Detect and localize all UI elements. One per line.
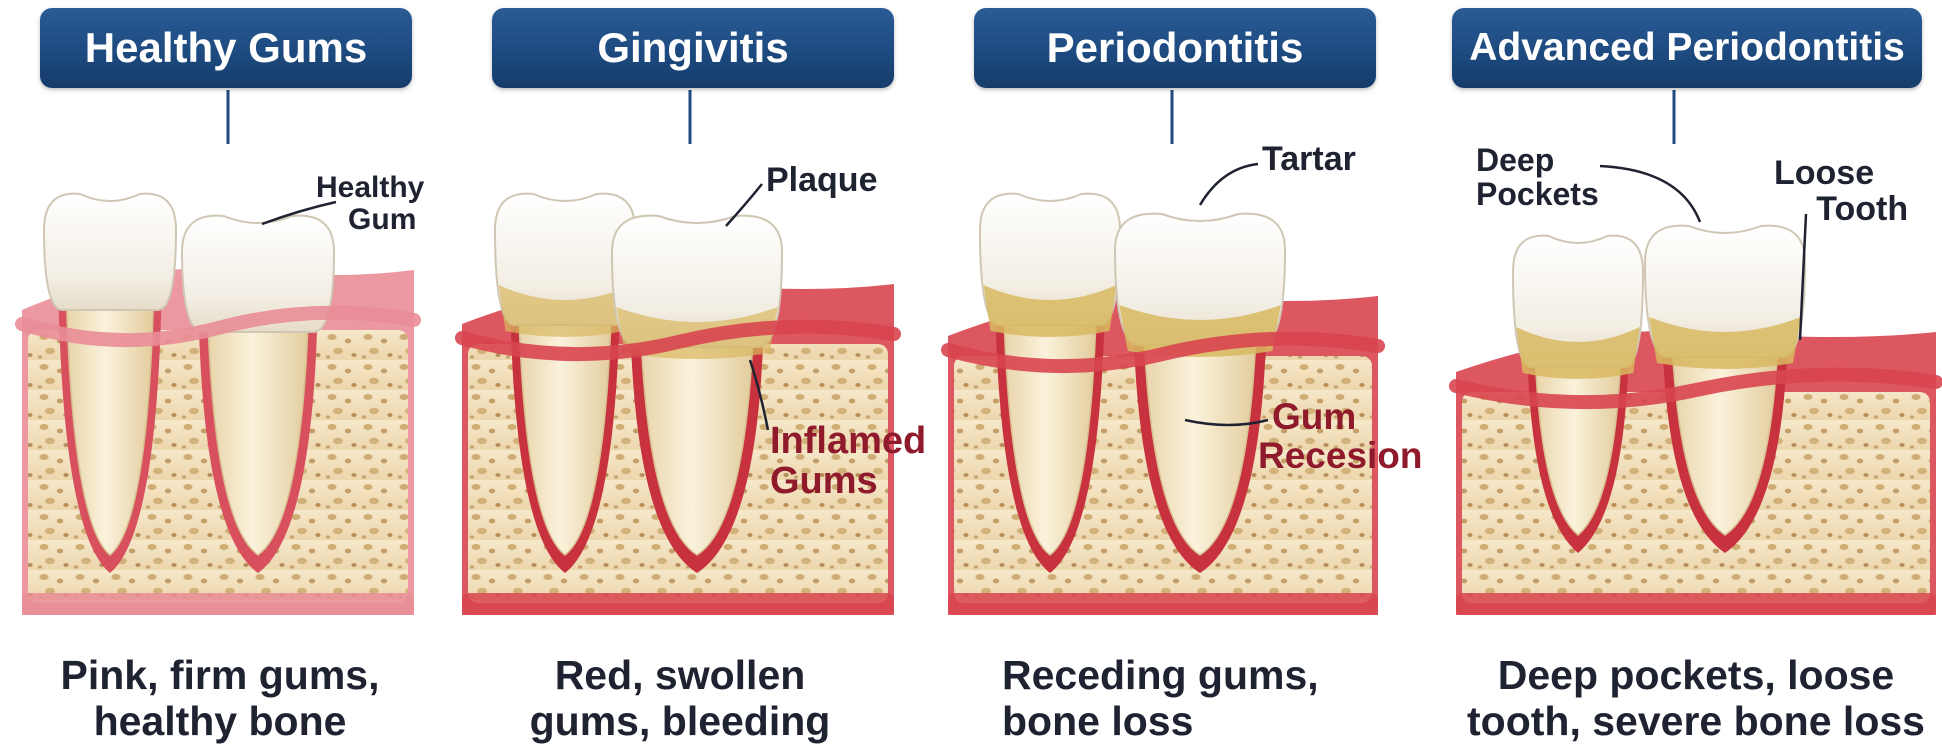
caption-periodontitis-line-1: Receding gums, [1002,653,1382,699]
label-inflamed-gums: Inflamed Gums [770,422,926,502]
label-deep-pockets: Deep Pockets [1476,144,1599,211]
caption-advanced-periodontitis: Deep pockets, loose tooth, severe bone l… [1456,653,1936,745]
caption-advanced-periodontitis-line-1: Deep pockets, loose [1456,653,1936,699]
gum-base-advanced [1456,593,1936,615]
label-deep-pockets-line-1: Deep [1476,144,1599,178]
label-healthy-gum: Healthy Gum [316,172,424,235]
label-inflamed-gums-line-2: Gums [770,462,926,502]
caption-healthy-gums-line-1: Pink, firm gums, [20,653,420,699]
label-loose-tooth-line-2: Tooth [1774,192,1908,228]
pointer-line-5 [1600,166,1700,222]
label-loose-tooth: Loose Tooth [1774,156,1908,227]
label-healthy-gum-line-2: Gum [316,204,424,236]
gum-base-periodontitis [948,593,1378,615]
caption-gingivitis-line-2: gums, bleeding [480,699,880,745]
stage-title-gingivitis: Gingivitis [492,8,894,88]
tooth-crown-healthy-0 [44,194,176,310]
gum-base-healthy [22,593,414,615]
label-loose-tooth-line-1: Loose [1774,156,1908,192]
caption-gingivitis-line-1: Red, swollen [480,653,880,699]
label-gum-recession-line-2: Recesion [1258,437,1423,476]
panel-advanced [1456,226,1936,615]
panel-gingivitis [462,194,894,615]
caption-periodontitis-line-2: bone loss [1002,699,1382,745]
caption-advanced-periodontitis-line-2: tooth, severe bone loss [1456,699,1936,745]
caption-gingivitis: Red, swollen gums, bleeding [480,653,880,745]
caption-periodontitis: Receding gums, bone loss [976,653,1382,745]
label-inflamed-gums-line-1: Inflamed [770,422,926,462]
panel-healthy [22,194,414,615]
label-plaque-text: Plaque [766,163,877,199]
label-plaque: Plaque [766,163,877,199]
pointer-line-3 [1200,164,1258,205]
label-tartar: Tartar [1262,142,1356,178]
label-deep-pockets-line-2: Pockets [1476,178,1599,212]
stage-title-periodontitis: Periodontitis [974,8,1376,88]
label-gum-recession-line-1: Gum [1258,398,1423,437]
label-healthy-gum-line-1: Healthy [316,172,424,204]
stage-title-advanced-periodontitis: Advanced Periodontitis [1452,8,1922,88]
stage-title-healthy-gums: Healthy Gums [40,8,412,88]
label-tartar-text: Tartar [1262,142,1356,178]
caption-healthy-gums-line-2: healthy bone [20,699,420,745]
gum-base-gingivitis [462,593,894,615]
label-gum-recession: Gum Recesion [1258,398,1423,476]
caption-healthy-gums: Pink, firm gums, healthy bone [20,653,420,745]
